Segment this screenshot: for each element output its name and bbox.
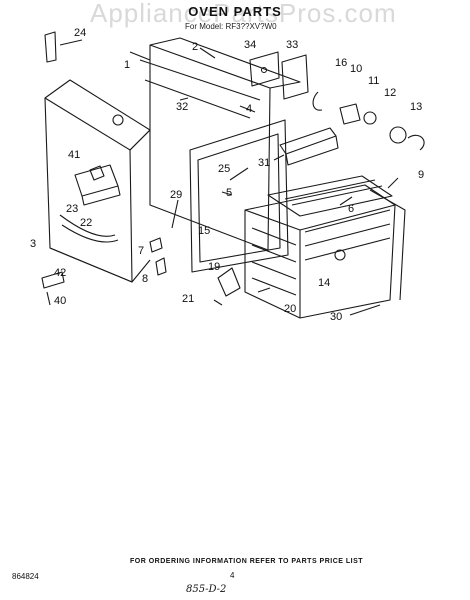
callout-label: 9 xyxy=(418,169,424,181)
callout-label: 7 xyxy=(138,245,144,257)
callout-label: 2 xyxy=(192,41,198,53)
callout-label: 12 xyxy=(384,87,396,99)
watermark: AppliancePartsPros.com xyxy=(90,0,397,28)
oven-front-frame xyxy=(189,119,289,273)
callout-label: 5 xyxy=(226,187,232,199)
callout-label: 30 xyxy=(330,311,342,323)
callout-label: 29 xyxy=(170,189,182,201)
callout-label: 14 xyxy=(318,277,330,289)
callout-label: 22 xyxy=(80,217,92,229)
callout-label: 24 xyxy=(74,27,86,39)
model-subtitle: For Model: RF3??XV?W0 xyxy=(185,22,277,31)
callout-label: 1 xyxy=(124,59,130,71)
callout-label: 10 xyxy=(350,63,362,75)
callout-label: 40 xyxy=(54,295,66,307)
callout-label: 23 xyxy=(66,203,78,215)
callout-label: 4 xyxy=(246,103,252,115)
bracket-24 xyxy=(44,31,57,63)
callout-label: 33 xyxy=(286,39,298,51)
ordering-note: FOR ORDERING INFORMATION REFER TO PARTS … xyxy=(130,558,364,565)
oven-rack xyxy=(267,175,393,217)
page-number: 4 xyxy=(230,571,235,580)
callout-label: 8 xyxy=(142,273,148,285)
callout-label: 41 xyxy=(68,149,80,161)
diagram-code: 864824 xyxy=(12,572,39,581)
callout-label: 3 xyxy=(30,238,36,250)
callout-label: 21 xyxy=(182,293,194,305)
callout-label: 42 xyxy=(54,267,66,279)
callout-label: 31 xyxy=(258,157,270,169)
handwritten-note: 855-D-2 xyxy=(186,584,227,595)
page-title: OVEN PARTS xyxy=(188,4,282,19)
broiler-drawer xyxy=(244,184,396,319)
oven-back-frame xyxy=(149,44,271,251)
callout-label: 15 xyxy=(198,225,210,237)
callout-label: 32 xyxy=(176,101,188,113)
callout-label: 13 xyxy=(410,101,422,113)
callout-label: 34 xyxy=(244,39,256,51)
callout-label: 20 xyxy=(284,303,296,315)
callout-label: 19 xyxy=(208,261,220,273)
callout-label: 25 xyxy=(218,163,230,175)
insulation-block xyxy=(74,164,119,197)
callout-label: 11 xyxy=(368,75,379,87)
callout-label: 6 xyxy=(348,203,354,215)
callout-label: 16 xyxy=(335,57,347,69)
